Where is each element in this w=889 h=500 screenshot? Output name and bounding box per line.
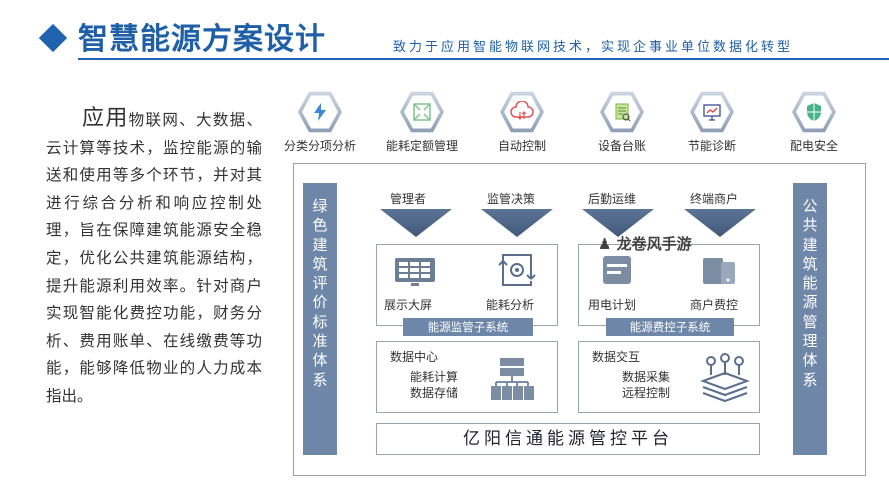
data-exchange-line: 远程控制: [622, 386, 671, 400]
role-label: 管理者: [390, 192, 427, 206]
side-char: 理: [802, 332, 818, 351]
feature-label: 设备台账: [597, 139, 646, 153]
module-label: 商户费控: [690, 298, 739, 312]
shield-icon: [792, 91, 836, 133]
side-char: 体: [312, 351, 328, 370]
data-collection-icon: [697, 352, 753, 404]
side-char: 共: [802, 216, 818, 235]
side-char: 管: [802, 312, 818, 331]
side-char: 系: [802, 370, 818, 389]
data-center-title: 数据中心: [390, 350, 439, 364]
data-center-box: [376, 341, 558, 413]
module-label: 能耗分析: [486, 298, 535, 312]
side-char: 建: [802, 235, 818, 254]
feature-item[interactable]: 节能诊断: [667, 90, 757, 154]
side-char: 筑: [312, 254, 328, 273]
feature-item[interactable]: 设备台账: [577, 90, 667, 154]
feature-item[interactable]: 能耗定额管理: [377, 90, 467, 154]
data-exchange-line: 数据采集: [622, 370, 671, 384]
fee-subsystem-bar: 能源费控子系统: [606, 318, 734, 336]
data-exchange-title: 数据交互: [592, 350, 641, 364]
side-char: 筑: [802, 254, 818, 273]
feature-label: 分类分项分析: [283, 139, 356, 153]
watermark: ♟ 龙卷风手游: [598, 233, 692, 254]
side-bar-left: 绿 色 建 筑 评 价 标 准 体 系: [303, 183, 337, 455]
page-title: 智慧能源方案设计: [78, 22, 326, 57]
cloud-icon: [500, 91, 544, 133]
side-bar-right: 公 共 建 筑 能 源 管 理 体 系: [793, 183, 827, 455]
side-char: 评: [312, 274, 328, 293]
side-char: 体: [802, 351, 818, 370]
role-label: 终端商户: [690, 192, 739, 206]
power-plan-icon: [595, 252, 639, 288]
data-exchange-box: [578, 341, 760, 413]
feature-row: 分类分项分析 能耗定额管理 自动控制 设备台账 节能诊断 配电安全: [284, 90, 865, 153]
side-char: 源: [802, 293, 818, 312]
role-label: 后勤运维: [588, 192, 637, 206]
side-char: 能: [802, 274, 818, 293]
intro-lead: 应用: [82, 106, 129, 131]
module-label: 用电计划: [588, 298, 637, 312]
page-subtitle: 致力于应用智能物联网技术，实现企事业单位数据化转型: [393, 40, 794, 55]
side-char: 标: [312, 312, 328, 331]
role-label: 监管决策: [487, 192, 536, 206]
platform-bar: 亿阳信通能源管控平台: [376, 423, 760, 455]
side-char: 建: [312, 235, 328, 254]
side-char: 公: [802, 197, 818, 215]
side-char: 系: [312, 370, 328, 389]
header-diamond-icon: [38, 23, 68, 53]
server-network-icon: [487, 355, 537, 405]
devices-icon: [697, 252, 741, 288]
watermark-text: 龙卷风手游: [616, 235, 692, 253]
side-char: 绿: [312, 197, 328, 215]
monitor-subsystem-bar: 能源监管子系统: [403, 318, 533, 336]
feature-label: 配电安全: [789, 139, 838, 153]
feature-label: 能耗定额管理: [385, 139, 458, 153]
gear-refresh-icon: [495, 252, 539, 288]
watermark-logo-icon: ♟: [598, 235, 617, 253]
presentation-icon: [690, 91, 734, 133]
data-center-line: 能耗计算: [410, 370, 459, 384]
side-char: 色: [312, 216, 328, 235]
intro-paragraph: 应用物联网、大数据、云计算等技术，监控能源的输送和使用等多个环节，并对其进行综合…: [46, 105, 262, 411]
monitor-screen-icon: [393, 255, 437, 291]
header-divider: [78, 58, 889, 60]
feature-item[interactable]: 配电安全: [769, 90, 859, 154]
document-icon: [600, 91, 644, 133]
data-center-line: 数据存储: [410, 386, 459, 400]
side-char: 价: [312, 293, 328, 312]
intro-body: 物联网、大数据、云计算等技术，监控能源的输送和使用等多个环节，并对其进行综合分析…: [46, 111, 262, 405]
side-char: 准: [312, 332, 328, 351]
feature-item[interactable]: 自动控制: [477, 90, 567, 154]
feature-label: 自动控制: [497, 139, 546, 153]
lightning-icon: [298, 91, 342, 133]
expand-icon: [400, 91, 444, 133]
module-label: 展示大屏: [384, 298, 433, 312]
feature-item[interactable]: 分类分项分析: [275, 90, 365, 154]
feature-label: 节能诊断: [687, 139, 736, 153]
